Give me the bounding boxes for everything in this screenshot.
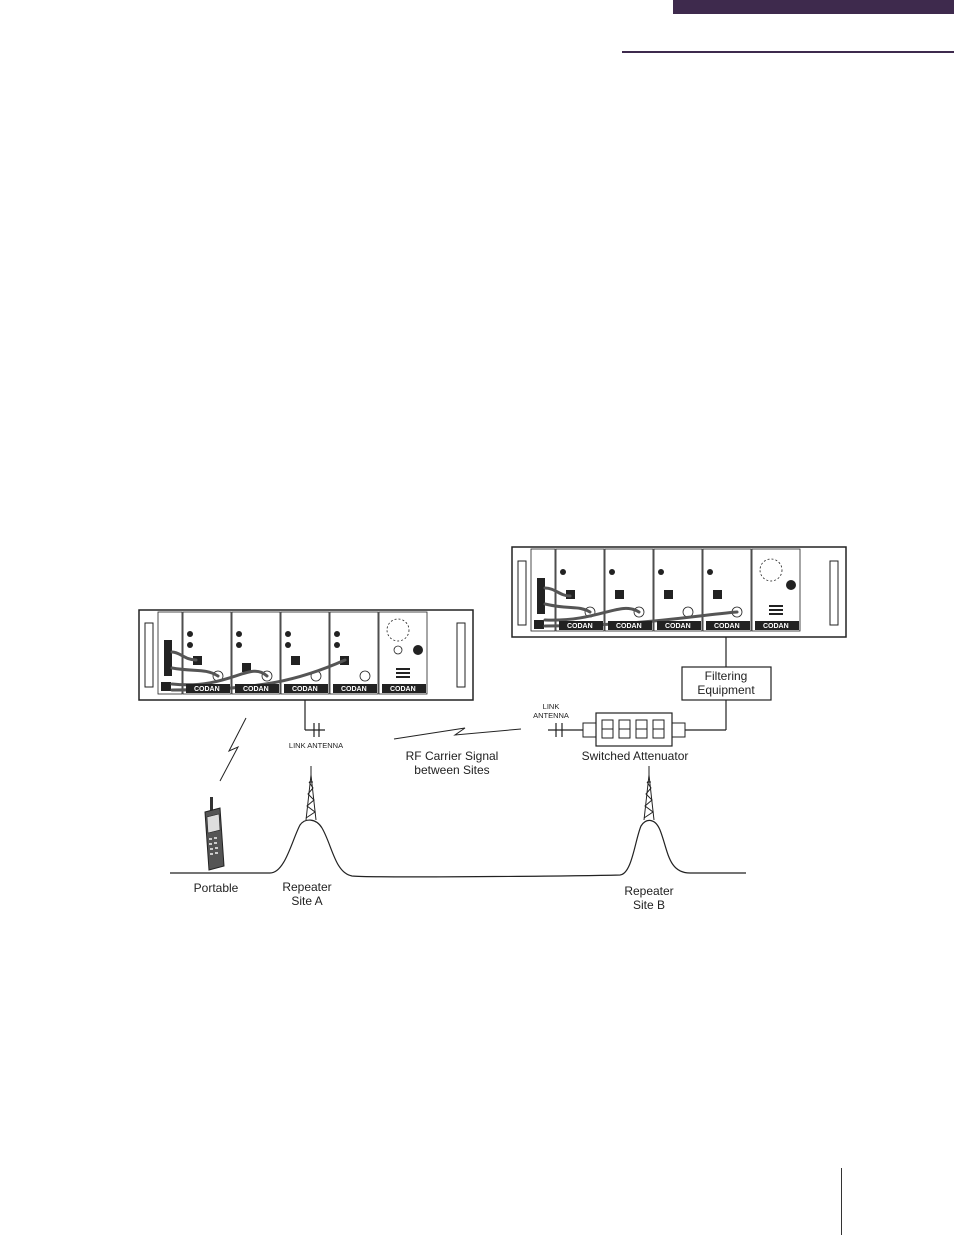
header-accent-bar [673,0,954,14]
site-b-label-line1: Repeater [624,884,673,898]
link-antenna-b-label-line1: LINK [543,702,560,711]
tower-site-b-icon [643,766,655,821]
rf-signal-label-line2: between Sites [414,763,489,777]
portable-radio-icon [204,797,225,871]
rack-b-brand-5: CODAN [763,623,789,630]
tower-site-a-icon [305,766,317,821]
rack-b-brand-3: CODAN [665,623,691,630]
rf-signal-bolt-icon [393,727,522,740]
rack-a-brand-4: CODAN [341,686,367,693]
link-antenna-b-label-line2: ANTENNA [533,711,569,720]
rack-site-b: CODAN CODAN CODAN CODAN CODAN [511,546,847,638]
filtering-label-line2: Equipment [697,683,755,697]
link-antenna-b-icon [548,723,583,737]
rack-site-a: CODAN CODAN CODAN CODAN CODAN [138,609,474,701]
rack-b-brand-1: CODAN [567,623,593,630]
terrain-line [170,819,746,878]
filtering-equipment-box [681,666,772,701]
link-antenna-a-icon [304,700,325,737]
rack-a-brand-3: CODAN [292,686,318,693]
rack-a-brand-2: CODAN [243,686,269,693]
switched-attenuator [582,712,686,747]
footer-rule [841,1168,842,1235]
filtering-label-line1: Filtering [705,669,748,683]
rack-b-brand-2: CODAN [616,623,642,630]
link-antenna-a-label: LINK ANTENNA [289,741,343,750]
rf-signal-label-line1: RF Carrier Signal [406,749,499,763]
site-b-label-line2: Site B [633,898,665,912]
site-a-label-line1: Repeater [282,880,331,894]
header-rule [622,51,954,53]
site-a-label-line2: Site A [291,894,322,908]
switched-attenuator-label: Switched Attenuator [582,749,689,763]
rack-a-brand-1: CODAN [194,686,220,693]
rack-a-brand-5: CODAN [390,686,416,693]
portable-label: Portable [194,881,239,895]
rack-b-brand-4: CODAN [714,623,740,630]
portable-signal-bolt-icon [219,717,247,782]
